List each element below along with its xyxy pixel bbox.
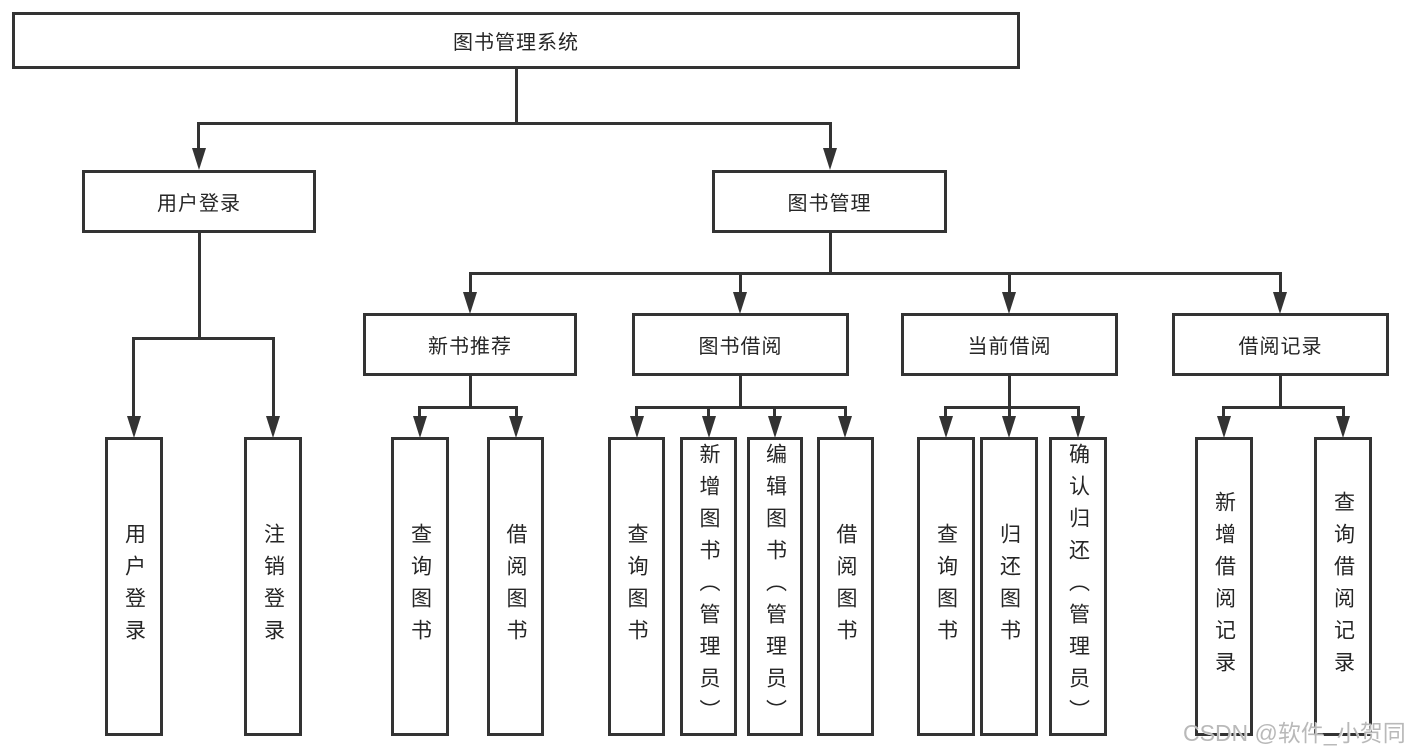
leaf-logout: 注销登录 — [244, 437, 302, 736]
leaf-query-borrow-record-label: 查询借阅记录 — [1331, 490, 1355, 683]
leaf-query-borrow-record: 查询借阅记录 — [1314, 437, 1372, 736]
arrowhead-down — [702, 416, 716, 438]
connector-line — [635, 406, 847, 409]
connector-line — [829, 122, 832, 149]
leaf-borrow-books-label: 借阅图书 — [834, 522, 857, 651]
connector-line — [773, 406, 776, 416]
arrowhead-down — [463, 292, 477, 314]
arrowhead-down — [413, 416, 427, 438]
connector-line — [1008, 376, 1011, 407]
arrowhead-down — [768, 416, 782, 438]
leaf-edit-books-admin-label: 编辑图书（管理员） — [763, 442, 787, 731]
connector-line — [515, 406, 518, 416]
leaf-logout-label: 注销登录 — [261, 522, 285, 651]
arrowhead-down — [509, 416, 523, 438]
connector-line — [829, 233, 832, 274]
node-user-login-label: 用户登录 — [157, 193, 241, 215]
node-book-borrowing: 图书借阅 — [632, 313, 849, 376]
node-new-book-recommend: 新书推荐 — [363, 313, 577, 376]
arrowhead-down — [838, 416, 852, 438]
connector-line — [1008, 406, 1011, 416]
connector-line — [197, 122, 200, 149]
arrowhead-down — [1217, 416, 1231, 438]
arrowhead-down — [192, 148, 206, 170]
node-book-management-label: 图书管理 — [787, 193, 872, 215]
connector-line — [635, 406, 638, 416]
connector-line — [132, 337, 135, 416]
connector-line — [1077, 406, 1080, 416]
connector-line — [418, 406, 421, 416]
arrowhead-down — [1273, 292, 1287, 314]
connector-line — [844, 406, 847, 416]
arrowhead-down — [733, 292, 747, 314]
connector-line — [1279, 272, 1282, 292]
leaf-borrow-books: 借阅图书 — [817, 437, 874, 736]
connector-line — [515, 69, 518, 123]
node-borrowing-records-label: 借阅记录 — [1238, 336, 1323, 358]
leaf-add-books-admin-label: 新增图书（管理员） — [697, 442, 720, 731]
connector-line — [132, 337, 275, 340]
node-root-label: 图书管理系统 — [453, 32, 579, 54]
connector-line — [1008, 272, 1011, 292]
leaf-user-login: 用户登录 — [105, 437, 163, 736]
leaf-return-books-label: 归还图书 — [997, 522, 1021, 651]
connector-line — [707, 406, 710, 416]
leaf-add-borrow-record: 新增借阅记录 — [1195, 437, 1253, 736]
connector-line — [272, 337, 275, 416]
leaf-borrow-books-recommend-label: 借阅图书 — [504, 522, 527, 651]
csdn-watermark: CSDN @软件_小贺同学 — [1183, 720, 1405, 746]
connector-line — [469, 376, 472, 407]
arrowhead-down — [1002, 292, 1016, 314]
leaf-return-books: 归还图书 — [980, 437, 1038, 736]
arrowhead-down — [127, 416, 141, 438]
leaf-user-login-label: 用户登录 — [122, 522, 146, 651]
leaf-confirm-return-admin-label: 确认归还（管理员） — [1066, 442, 1090, 731]
connector-line — [944, 406, 947, 416]
connector-line — [469, 272, 472, 292]
connector-line — [1279, 376, 1282, 407]
leaf-edit-books-admin: 编辑图书（管理员） — [747, 437, 803, 736]
arrowhead-down — [939, 416, 953, 438]
arrowhead-down — [1071, 416, 1085, 438]
node-book-borrowing-label: 图书借阅 — [698, 336, 783, 358]
arrowhead-down — [630, 416, 644, 438]
leaf-add-books-admin: 新增图书（管理员） — [680, 437, 737, 736]
node-root-system: 图书管理系统 — [12, 12, 1020, 69]
leaf-query-books-current: 查询图书 — [917, 437, 975, 736]
connector-line — [418, 406, 518, 409]
connector-line — [198, 233, 201, 338]
leaf-query-books-current-label: 查询图书 — [934, 522, 958, 651]
node-current-borrowing-label: 当前借阅 — [967, 336, 1052, 358]
arrowhead-down — [1002, 416, 1016, 438]
leaf-query-books-borrow-label: 查询图书 — [625, 522, 648, 651]
node-book-management: 图书管理 — [712, 170, 947, 233]
connector-line — [469, 272, 1282, 275]
connector-line — [1222, 406, 1225, 416]
leaf-query-books-recommend: 查询图书 — [391, 437, 449, 736]
connector-line — [197, 122, 832, 125]
node-new-book-recommend-label: 新书推荐 — [428, 336, 512, 358]
arrowhead-down — [266, 416, 280, 438]
node-user-login: 用户登录 — [82, 170, 316, 233]
leaf-confirm-return-admin: 确认归还（管理员） — [1049, 437, 1107, 736]
arrowhead-down — [1336, 416, 1350, 438]
arrowhead-down — [823, 148, 837, 170]
connector-line — [1222, 406, 1345, 409]
leaf-add-borrow-record-label: 新增借阅记录 — [1212, 490, 1236, 683]
leaf-query-books-borrow: 查询图书 — [608, 437, 665, 736]
connector-line — [739, 376, 742, 407]
connector-line — [739, 272, 742, 292]
leaf-query-books-recommend-label: 查询图书 — [408, 522, 432, 651]
node-current-borrowing: 当前借阅 — [901, 313, 1118, 376]
node-borrowing-records: 借阅记录 — [1172, 313, 1389, 376]
connector-line — [944, 406, 1080, 409]
connector-line — [1342, 406, 1345, 416]
leaf-borrow-books-recommend: 借阅图书 — [487, 437, 544, 736]
